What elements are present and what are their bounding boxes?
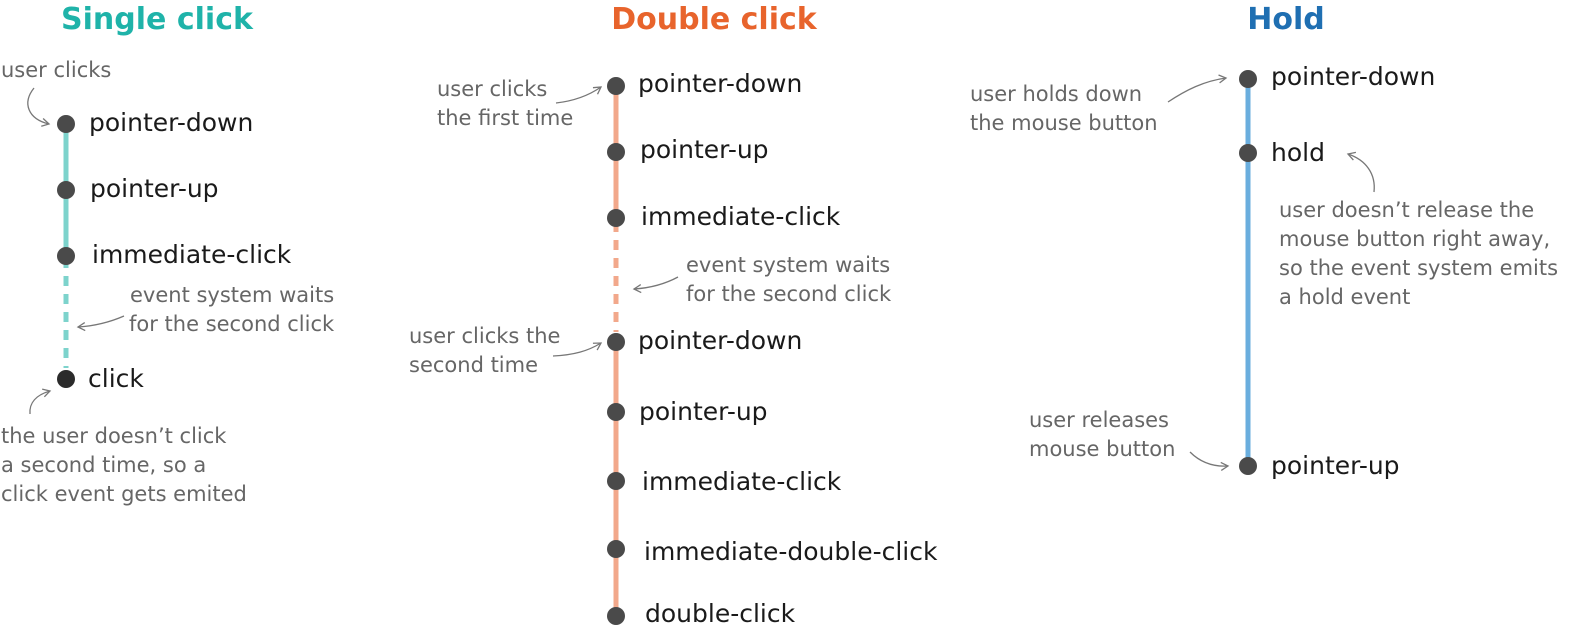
single-pointer-down-dot [57, 115, 75, 133]
single-click-dot [57, 370, 75, 388]
double-immediate-click-2-label: immediate-click [642, 467, 842, 496]
hold-hold-label: hold [1271, 138, 1325, 167]
double-pointer-down-2-label: pointer-down [638, 326, 802, 355]
double-note-wait: event system waits for the second click [686, 253, 897, 306]
double-arrow-second [552, 342, 603, 357]
hold-pointer-up-label: pointer-up [1271, 451, 1400, 480]
double-pointer-up-2-dot [607, 403, 625, 421]
double-immediate-click-1-dot [607, 209, 625, 227]
double-note-second: user clicks the second time [409, 324, 567, 377]
hold-note-holds: user holds down the mouse button [970, 82, 1158, 135]
single-click-group: Single click pointer-down pointer-up imm… [1, 2, 341, 506]
single-click-title: Single click [61, 2, 254, 37]
double-immediate-click-1-label: immediate-click [641, 202, 841, 231]
double-pointer-down-2-dot [607, 333, 625, 351]
single-arrow-emit [29, 388, 52, 415]
hold-pointer-down-dot [1239, 70, 1257, 88]
single-arrow-user-clicks [27, 87, 51, 127]
double-pointer-up-1-dot [607, 143, 625, 161]
double-note-first: user clicks the first time [437, 77, 573, 130]
double-click-group: Double click pointer-down pointer-up imm… [409, 2, 938, 628]
hold-pointer-down-label: pointer-down [1271, 62, 1435, 91]
hold-note-releases: user releases mouse button [1029, 408, 1176, 461]
hold-hold-dot [1239, 144, 1257, 162]
double-double-click-label: double-click [645, 599, 796, 628]
hold-note-emits: user doesn’t release the mouse button ri… [1279, 198, 1565, 309]
single-immediate-click-label: immediate-click [92, 240, 292, 269]
double-pointer-down-1-label: pointer-down [638, 69, 802, 98]
single-click-label: click [88, 364, 144, 393]
single-note-emit: the user doesn’t click a second time, so… [1, 424, 247, 506]
double-immediate-double-click-label: immediate-double-click [644, 537, 938, 566]
single-pointer-up-label: pointer-up [90, 174, 219, 203]
single-note-wait: event system waits for the second click [129, 283, 341, 336]
single-immediate-click-dot [57, 247, 75, 265]
double-arrow-wait [632, 276, 679, 294]
single-note-user-clicks: user clicks [1, 58, 111, 82]
hold-arrow-emits [1346, 151, 1375, 193]
single-arrow-wait [76, 315, 125, 332]
hold-arrow-holds [1167, 74, 1228, 103]
double-click-title: Double click [611, 2, 818, 37]
double-immediate-click-2-dot [607, 472, 625, 490]
hold-arrow-releases [1189, 451, 1230, 471]
double-pointer-up-2-label: pointer-up [639, 397, 768, 426]
single-pointer-down-label: pointer-down [89, 108, 253, 137]
hold-title: Hold [1247, 2, 1324, 37]
double-double-click-dot [607, 607, 625, 625]
single-pointer-up-dot [57, 181, 75, 199]
double-immediate-double-click-dot [607, 540, 625, 558]
double-pointer-down-1-dot [607, 77, 625, 95]
hold-pointer-up-dot [1239, 457, 1257, 475]
double-pointer-up-1-label: pointer-up [640, 135, 769, 164]
hold-group: Hold pointer-down hold pointer-up user h… [970, 2, 1565, 480]
double-arrow-first [555, 86, 603, 104]
